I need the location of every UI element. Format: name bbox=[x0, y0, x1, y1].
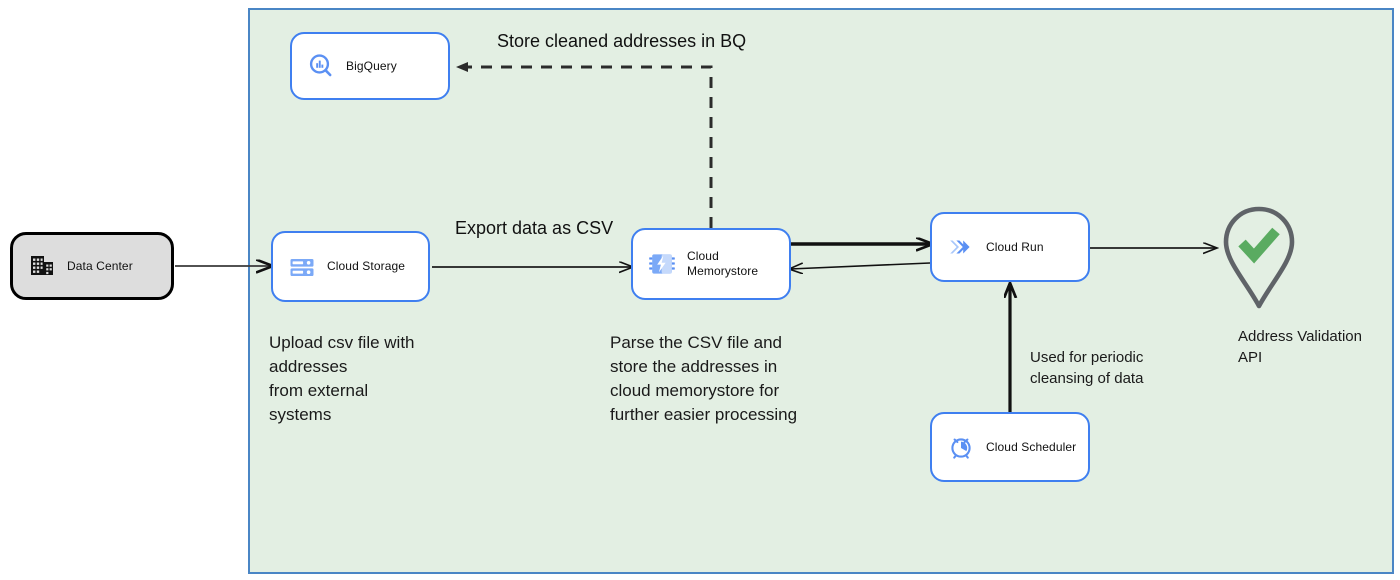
node-bigquery[interactable]: BigQuery bbox=[290, 32, 450, 100]
cloud-storage-icon bbox=[287, 252, 317, 282]
edge-label-export-csv: Export data as CSV bbox=[455, 218, 614, 238]
node-cloud-storage[interactable]: Cloud Storage bbox=[271, 231, 430, 302]
label-address-validation-api: Address Validation API bbox=[1238, 328, 1362, 367]
cloud-run-icon bbox=[946, 232, 976, 262]
cloud-zone-boundary bbox=[248, 8, 1394, 574]
node-address-validation-api[interactable] bbox=[1216, 205, 1302, 311]
node-cloud-scheduler[interactable]: Cloud Scheduler bbox=[930, 412, 1090, 482]
cloud-scheduler-clock-icon bbox=[946, 432, 976, 462]
node-cloud-memorystore[interactable]: Cloud Memorystore bbox=[631, 228, 791, 300]
caption-parse-csv: Parse the CSV file and store the address… bbox=[610, 333, 798, 425]
bigquery-icon bbox=[306, 51, 336, 81]
node-cloud-scheduler-label: Cloud Scheduler bbox=[986, 439, 1077, 454]
node-cloud-run[interactable]: Cloud Run bbox=[930, 212, 1090, 282]
caption-upload-csv: Upload csv file with addresses from exte… bbox=[269, 333, 415, 425]
edge-label-store-cleaned: Store cleaned addresses in BQ bbox=[497, 31, 747, 51]
node-cloud-storage-label: Cloud Storage bbox=[327, 259, 406, 273]
map-pin-check-icon bbox=[1223, 206, 1295, 309]
node-cloud-memorystore-label: Cloud Memorystore bbox=[687, 249, 759, 278]
node-data-center-label: Data Center bbox=[67, 258, 133, 273]
memorystore-chip-icon bbox=[647, 249, 677, 279]
edge-label-periodic-cleansing: Used for periodic cleansing of data bbox=[1030, 349, 1144, 388]
node-bigquery-label: BigQuery bbox=[346, 58, 397, 73]
building-icon bbox=[27, 251, 57, 281]
node-cloud-run-label: Cloud Run bbox=[986, 239, 1044, 254]
node-data-center[interactable]: Data Center bbox=[10, 232, 174, 300]
